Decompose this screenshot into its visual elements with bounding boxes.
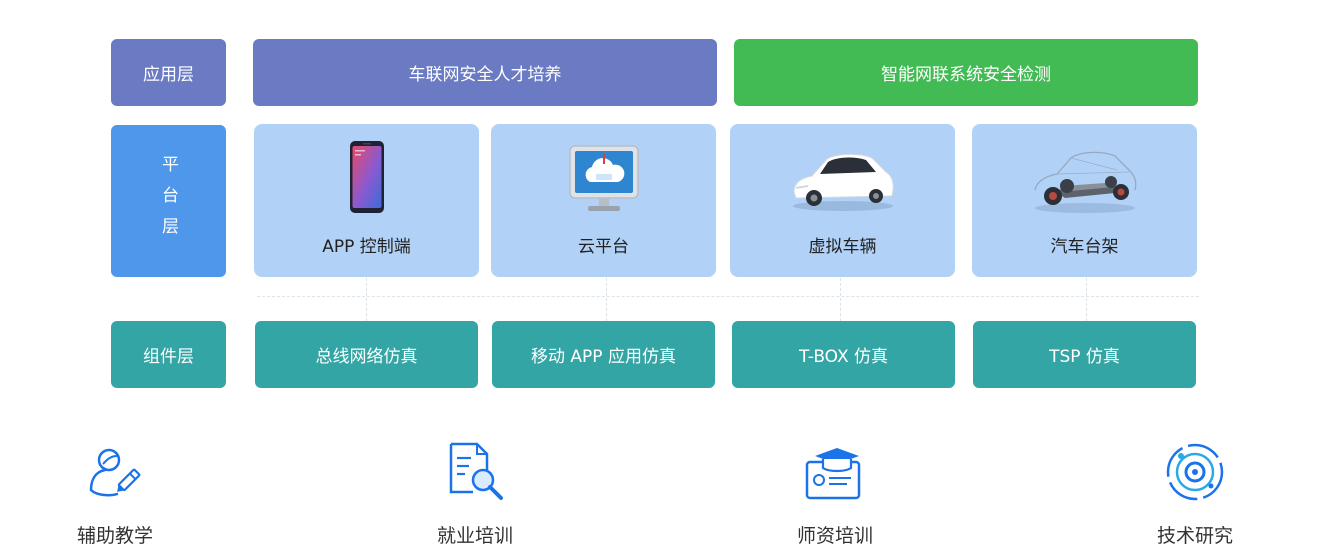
platform-layer-label: 平台层 [111,125,226,277]
platform-card-virtual-car[interactable]: 虚拟车辆 [730,124,955,277]
connector-line [606,278,607,321]
feature-teaching[interactable]: 辅助教学 [35,440,195,548]
platform-card-cloud-label: 云平台 [578,237,629,257]
platform-card-app-label: APP 控制端 [322,237,411,257]
component-bus-simulation[interactable]: 总线网络仿真 [255,321,478,388]
connector-line [1086,278,1087,321]
talent-training-box[interactable]: 车联网安全人才培养 [253,39,717,106]
application-layer-text: 应用层 [143,65,194,85]
component-tbox-simulation-text: T-BOX 仿真 [798,347,889,367]
platform-layer-text: 平台层 [158,154,178,248]
platform-card-chassis-label: 汽车台架 [1050,237,1119,257]
connector-line [840,278,841,321]
platform-card-virtual-car-label: 虚拟车辆 [808,237,877,257]
security-detection-text: 智能网联系统安全检测 [881,65,1051,85]
feature-technical-research-label: 技术研究 [1156,525,1233,547]
graduation-certificate-icon [805,448,861,500]
component-layer-label: 组件层 [111,321,226,388]
platform-card-cloud[interactable]: 云平台 [491,124,716,277]
component-tsp-simulation-text: TSP 仿真 [1049,347,1120,367]
car-icon [792,153,894,211]
component-tbox-simulation[interactable]: T-BOX 仿真 [732,321,955,388]
feature-employment-training[interactable]: 就业培训 [395,440,555,548]
target-research-icon [1166,443,1224,501]
feature-teacher-training[interactable]: 师资培训 [755,440,915,548]
smartphone-icon [349,141,384,213]
feature-employment-training-label: 就业培训 [436,525,513,547]
component-tsp-simulation[interactable]: TSP 仿真 [973,321,1196,388]
document-search-icon [449,442,503,500]
application-layer-label: 应用层 [111,39,226,106]
feature-teacher-training-label: 师资培训 [796,525,873,547]
car-chassis-icon [1033,151,1136,213]
security-detection-box[interactable]: 智能网联系统安全检测 [734,39,1198,106]
feature-technical-research[interactable]: 技术研究 [1115,440,1275,548]
platform-card-chassis[interactable]: 汽车台架 [972,124,1197,277]
component-bus-simulation-text: 总线网络仿真 [315,347,418,367]
teacher-pen-icon [89,448,141,497]
talent-training-text: 车联网安全人才培养 [408,65,562,85]
connector-line [257,296,1199,297]
platform-card-app[interactable]: APP 控制端 [254,124,479,277]
cloud-monitor-icon [568,145,639,211]
feature-teaching-label: 辅助教学 [76,525,153,547]
component-layer-text: 组件层 [143,347,194,367]
component-mobile-app-simulation-text: 移动 APP 应用仿真 [531,347,676,367]
component-mobile-app-simulation[interactable]: 移动 APP 应用仿真 [492,321,715,388]
connector-line [366,278,367,321]
